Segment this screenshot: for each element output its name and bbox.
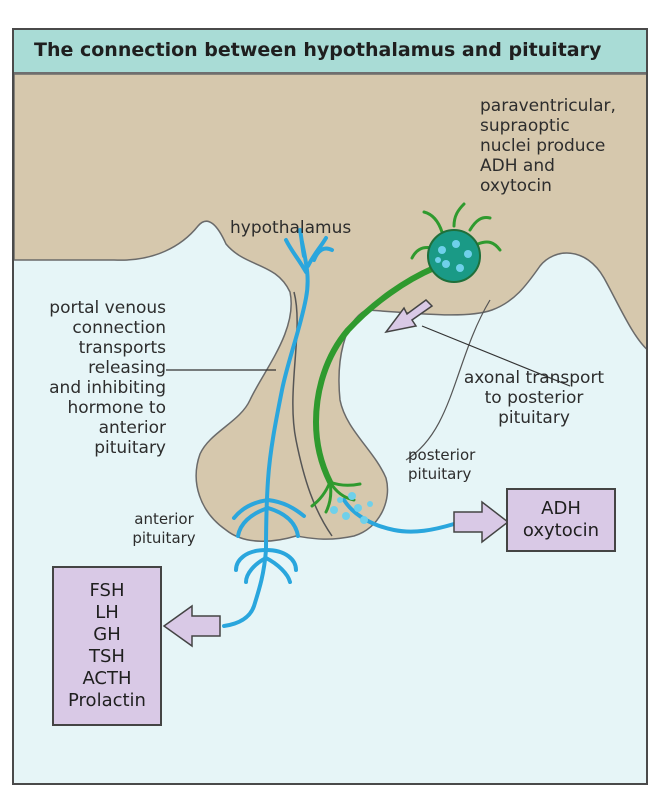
- figure-frame: The connection between hypothalamus and …: [12, 28, 648, 785]
- portal-label-line: and inhibiting: [16, 378, 166, 398]
- posterior-label-line: pituitary: [408, 465, 475, 484]
- anterior-label: anterior pituitary: [124, 510, 204, 548]
- axonal-label: axonal transport to posterior pituitary: [434, 368, 634, 428]
- portal-label-line: releasing: [16, 358, 166, 378]
- nuclei-label-line: nuclei produce: [480, 136, 616, 156]
- portal-label-line: hormone to: [16, 398, 166, 418]
- posterior-label: posterior pituitary: [408, 446, 475, 484]
- hormone-gh: GH: [54, 624, 160, 646]
- portal-label: portal venous connection transports rele…: [16, 298, 166, 458]
- nuclei-label-line: oxytocin: [480, 176, 616, 196]
- posterior-label-line: posterior: [408, 446, 475, 465]
- hormone-acth: ACTH: [54, 668, 160, 690]
- nuclei-label: paraventricular, supraoptic nuclei produ…: [480, 96, 616, 196]
- anterior-label-line: anterior: [124, 510, 204, 529]
- hormone-prolactin: Prolactin: [54, 690, 160, 712]
- diagram-title: The connection between hypothalamus and …: [34, 39, 601, 61]
- hormone-oxytocin: oxytocin: [508, 520, 614, 542]
- portal-label-line: anterior: [16, 418, 166, 438]
- hypothalamus-label-text: hypothalamus: [230, 218, 351, 238]
- neuron-cell-body: [428, 230, 480, 282]
- axonal-label-line: to posterior: [434, 388, 634, 408]
- hormone-fsh: FSH: [54, 580, 160, 602]
- anterior-arrow: [164, 606, 220, 646]
- portal-label-line: transports: [16, 338, 166, 358]
- posterior-hormone-box: ADH oxytocin: [506, 488, 616, 552]
- anterior-hormone-box: FSH LH GH TSH ACTH Prolactin: [52, 566, 162, 726]
- portal-label-line: connection: [16, 318, 166, 338]
- hormone-tsh: TSH: [54, 646, 160, 668]
- portal-label-line: portal venous: [16, 298, 166, 318]
- axonal-label-line: axonal transport: [434, 368, 634, 388]
- hypothalamus-label: hypothalamus: [230, 218, 351, 238]
- nuclei-label-line: supraoptic: [480, 116, 616, 136]
- adh-arrow: [454, 502, 508, 542]
- title-bar: The connection between hypothalamus and …: [14, 30, 646, 74]
- axonal-label-line: pituitary: [434, 408, 634, 428]
- portal-label-line: pituitary: [16, 438, 166, 458]
- nuclei-label-line: ADH and: [480, 156, 616, 176]
- hormone-adh: ADH: [508, 498, 614, 520]
- hormone-lh: LH: [54, 602, 160, 624]
- nuclei-label-line: paraventricular,: [480, 96, 616, 116]
- anterior-label-line: pituitary: [124, 529, 204, 548]
